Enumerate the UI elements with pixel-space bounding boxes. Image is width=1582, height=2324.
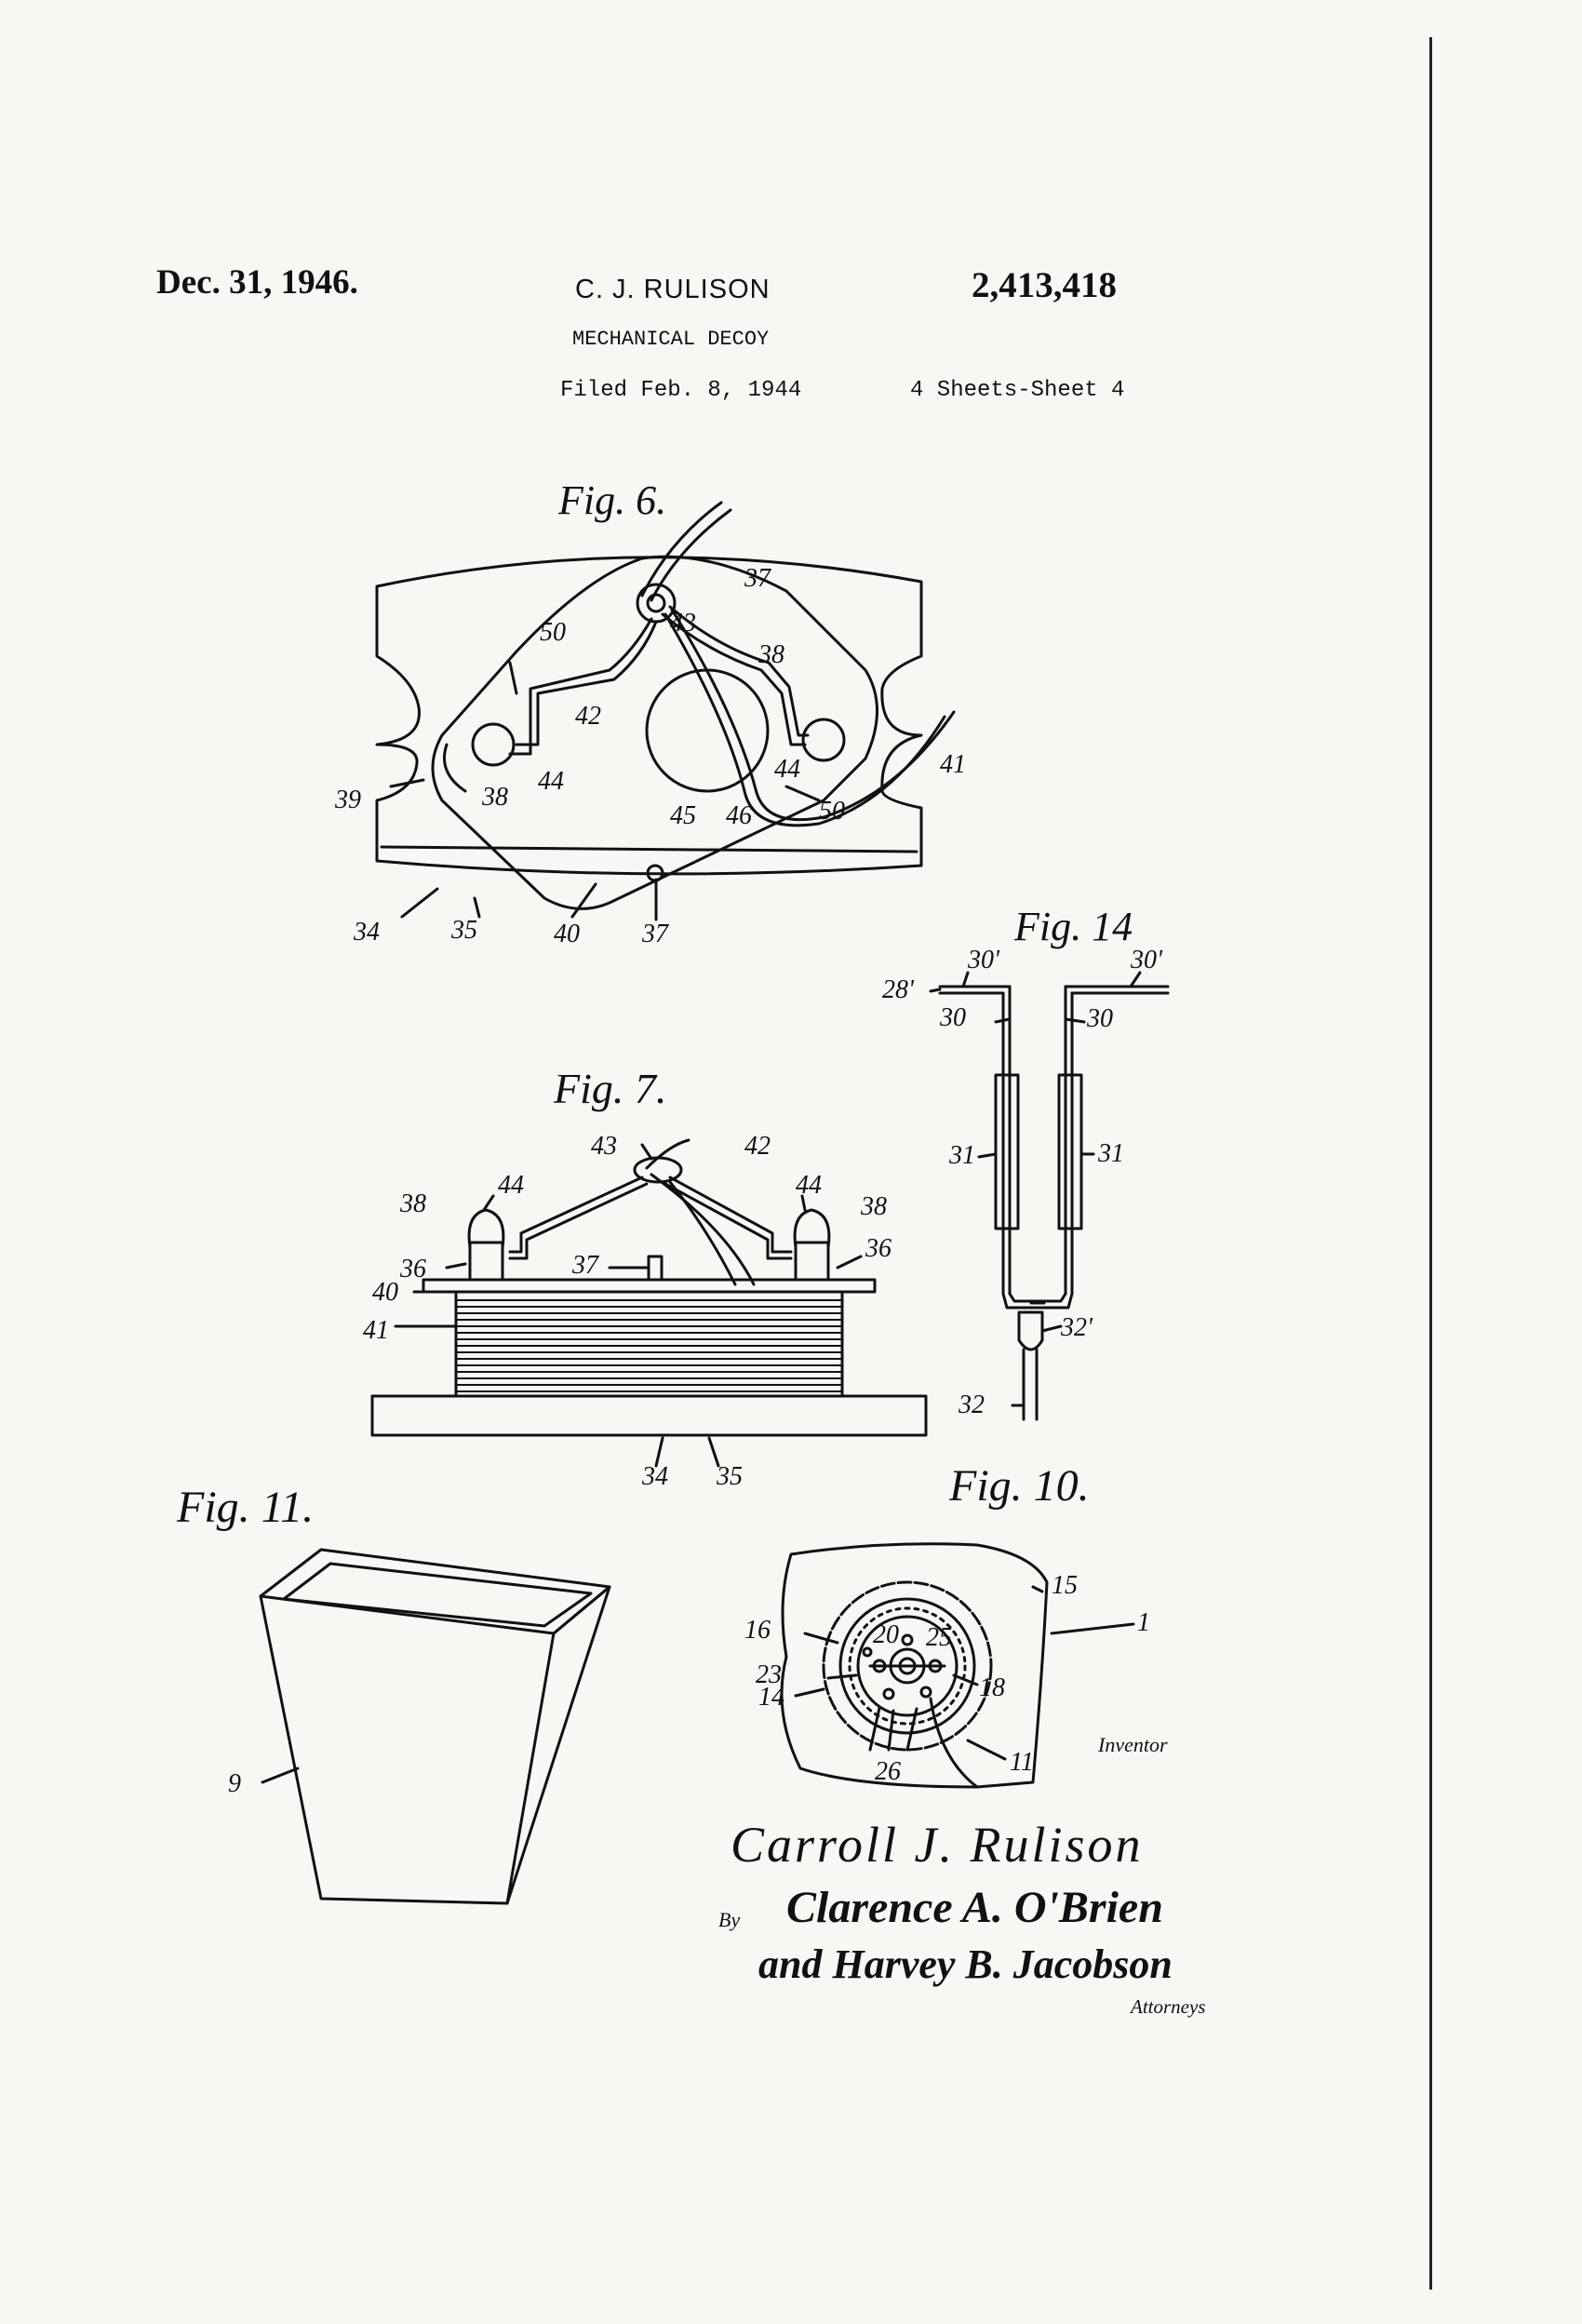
by-label: By	[718, 1908, 741, 1931]
fig6-ref-38: 38	[481, 783, 508, 812]
fig14-ref-30p: 30'	[967, 946, 1000, 974]
fig7-ref-44: 44	[498, 1171, 524, 1200]
attorneys-label: Attorneys	[1131, 1995, 1206, 2018]
fig7-ref-36: 36	[865, 1234, 892, 1263]
patent-title: MECHANICAL DECOY	[572, 328, 770, 351]
fig7-ref-38: 38	[399, 1189, 426, 1218]
fig6-ref-46: 46	[726, 801, 752, 830]
fig7-caption: Fig. 7.	[553, 1065, 666, 1112]
figure-11-drawing	[259, 1548, 611, 1905]
fig6-caption: Fig. 6.	[557, 477, 666, 523]
fig10-ref-1: 1	[1137, 1608, 1150, 1637]
fig14-ref-30p: 30'	[1130, 946, 1163, 974]
fig6-ref-39: 39	[334, 786, 361, 814]
fig7-ref-36: 36	[399, 1255, 426, 1283]
fig14-caption: Fig. 14	[1013, 904, 1133, 949]
fig10-caption: Fig. 10.	[948, 1461, 1090, 1511]
fig14-ref-32: 32	[958, 1390, 985, 1419]
fig10-ref-11: 11	[1010, 1748, 1034, 1777]
fig14-ref-31: 31	[948, 1141, 975, 1170]
fig7-ref-40: 40	[372, 1278, 398, 1307]
fig14-ref-30: 30	[939, 1003, 966, 1032]
fig10-ref-20: 20	[873, 1620, 899, 1649]
fig11-ref-9: 9	[228, 1769, 241, 1798]
fig10-ref-18: 18	[979, 1673, 1005, 1702]
fig6-ref-43: 43	[670, 609, 696, 638]
fig7-ref-35: 35	[716, 1462, 743, 1491]
figure-7-drawing	[370, 1138, 928, 1468]
fig10-ref-25: 25	[926, 1623, 952, 1652]
fig7-ref-41: 41	[363, 1316, 389, 1345]
fig7-ref-38: 38	[860, 1192, 887, 1221]
filing-date: Filed Feb. 8, 1944	[560, 378, 802, 403]
margin-line	[1429, 37, 1432, 2290]
fig14-ref-30: 30	[1086, 1004, 1113, 1033]
attorney-signature-1: Clarence A. O'Brien	[786, 1883, 1163, 1932]
fig6-ref-35: 35	[450, 916, 477, 945]
inventor-signature: Carroll J. Rulison	[731, 1817, 1144, 1873]
fig6-ref-50: 50	[540, 618, 566, 647]
fig6-ref-42: 42	[575, 702, 601, 731]
figure-14-drawing	[929, 971, 1170, 1421]
fig10-ref-14: 14	[758, 1683, 784, 1712]
sheet-number: 4 Sheets-Sheet 4	[910, 378, 1125, 403]
fig10-ref-15: 15	[1052, 1571, 1078, 1600]
fig7-ref-44: 44	[796, 1171, 822, 1200]
fig6-ref-37: 37	[641, 920, 669, 948]
fig10-ref-23: 23	[756, 1660, 782, 1689]
fig6-ref-50: 50	[819, 797, 845, 826]
fig7-ref-43: 43	[591, 1132, 617, 1161]
inventor-name-header: C. J. RULISON	[575, 275, 771, 304]
fig14-ref-28p: 28'	[882, 975, 915, 1004]
fig10-ref-16: 16	[744, 1616, 771, 1645]
fig6-ref-37: 37	[744, 564, 771, 593]
fig10-ref-26: 26	[875, 1757, 901, 1786]
fig14-ref-32p: 32'	[1060, 1313, 1093, 1342]
fig14-ref-31: 31	[1097, 1139, 1124, 1168]
fig6-ref-44: 44	[538, 767, 564, 796]
fig6-ref-41: 41	[940, 750, 966, 779]
fig7-ref-34: 34	[641, 1462, 668, 1491]
attorney-signature-2: and Harvey B. Jacobson	[758, 1941, 1173, 1987]
patent-date: Dec. 31, 1946.	[156, 263, 358, 302]
fig7-ref-37: 37	[571, 1251, 599, 1280]
fig11-caption: Fig. 11.	[176, 1483, 314, 1532]
fig6-ref-45: 45	[670, 801, 696, 830]
patent-number: 2,413,418	[972, 265, 1117, 305]
figure-10-drawing	[780, 1542, 1135, 1789]
fig6-ref-44: 44	[774, 755, 800, 784]
fig6-ref-38: 38	[757, 640, 784, 669]
fig6-ref-40: 40	[554, 920, 580, 948]
inventor-label: Inventor	[1098, 1733, 1168, 1756]
figure-6-drawing	[375, 501, 956, 921]
fig7-ref-42: 42	[744, 1132, 771, 1161]
fig6-ref-34: 34	[353, 918, 380, 947]
